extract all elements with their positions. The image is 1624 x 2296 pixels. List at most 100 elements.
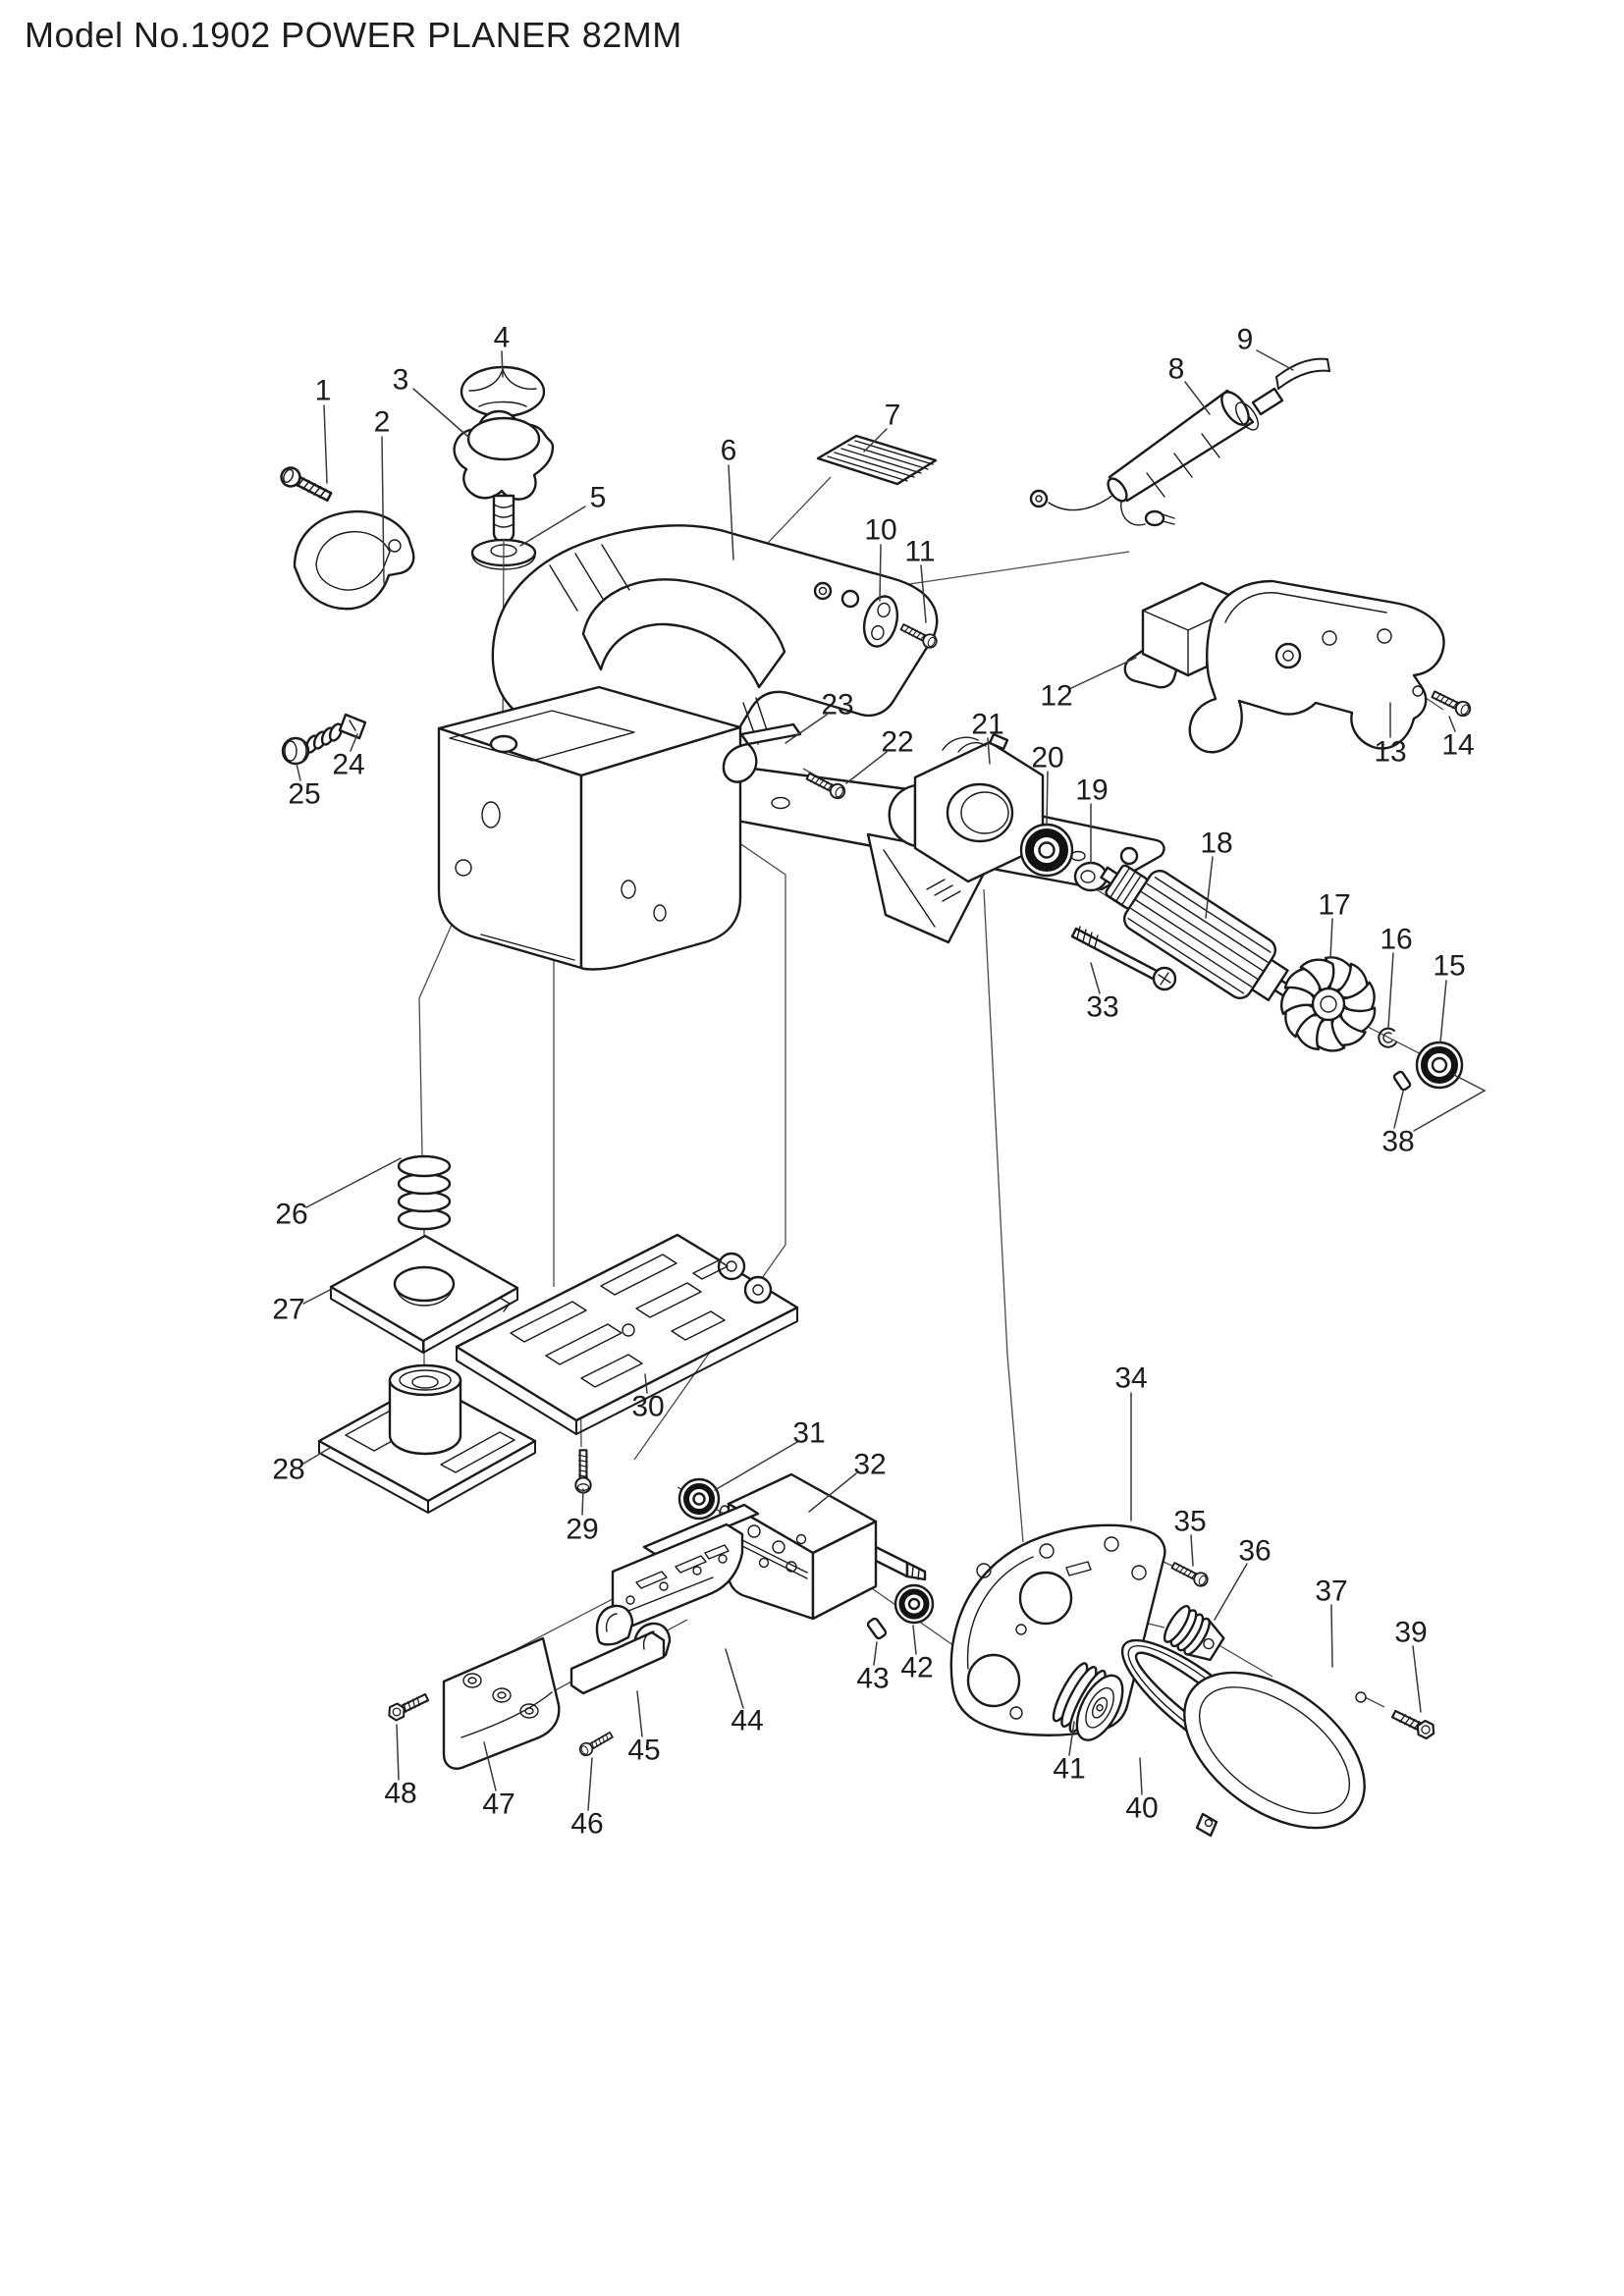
part-28-leader xyxy=(302,1447,331,1465)
part-27-seat-plate xyxy=(329,1234,519,1354)
part-40-label: 40 xyxy=(1125,1792,1158,1825)
leader-lines xyxy=(296,349,1487,1811)
part-29-label: 29 xyxy=(566,1514,598,1546)
part-23-clip xyxy=(722,722,802,783)
part-46-screw xyxy=(576,1729,616,1759)
part-2-holder-bracket xyxy=(293,509,415,611)
part-9-label: 9 xyxy=(1237,324,1254,356)
part-38-leader xyxy=(1393,1091,1404,1129)
part-23-leader xyxy=(785,714,828,744)
part-16-label: 16 xyxy=(1380,924,1412,956)
part-1-label: 1 xyxy=(315,375,332,407)
part-5-leader xyxy=(519,506,586,547)
part-31-leader xyxy=(714,1441,798,1491)
part-21-label: 21 xyxy=(971,709,1003,741)
part-7-leader xyxy=(863,428,888,453)
part-7-label: 7 xyxy=(885,400,901,432)
part-17-fan xyxy=(1274,949,1383,1058)
part-14-screw xyxy=(1429,686,1474,720)
page-title: Model No.1902 POWER PLANER 82MM xyxy=(25,15,682,55)
part-48-hex-bolt xyxy=(385,1689,431,1724)
part-43-pin xyxy=(866,1617,888,1640)
part-48-label: 48 xyxy=(384,1778,416,1810)
part-8-leader xyxy=(1184,381,1211,415)
part-24-leader xyxy=(350,733,358,752)
part-42-label: 42 xyxy=(900,1652,933,1684)
part-37-label: 37 xyxy=(1315,1575,1347,1608)
part-28-label: 28 xyxy=(272,1454,304,1486)
part-34-label: 34 xyxy=(1114,1362,1147,1395)
part-13-handle-cover xyxy=(1188,579,1445,754)
part-20-label: 20 xyxy=(1031,742,1063,774)
part-16-leader xyxy=(1387,952,1394,1029)
part-17-leader xyxy=(1329,918,1333,959)
part-1-leader xyxy=(323,404,328,484)
part-31-label: 31 xyxy=(792,1417,825,1450)
part-27-leader xyxy=(302,1288,333,1305)
part-39-screw xyxy=(1389,1706,1438,1742)
part-26-spring xyxy=(397,1154,452,1231)
part-38-label: 38 xyxy=(1381,1126,1414,1158)
part-21-field-stator xyxy=(888,732,1045,902)
part-17-label: 17 xyxy=(1318,889,1350,922)
part-20-leader xyxy=(1046,771,1049,827)
part-20-ball-bearing xyxy=(1019,823,1074,878)
part-41-pulley xyxy=(1052,1662,1124,1741)
part-14-leader xyxy=(1448,716,1456,732)
part-18-leader xyxy=(1205,856,1214,919)
part-9-leader xyxy=(1256,349,1294,371)
part-28-adjusting-base xyxy=(317,1363,537,1514)
part-46-leader xyxy=(587,1757,593,1811)
part-29-leader xyxy=(581,1488,584,1516)
part-43-leader xyxy=(873,1641,878,1666)
part-27-label: 27 xyxy=(272,1294,304,1326)
part-25-plug xyxy=(281,736,310,766)
part-33-leader xyxy=(1090,962,1101,994)
part-41-leader xyxy=(1068,1721,1075,1756)
part-47-front-plate xyxy=(442,1636,561,1770)
part-9-tube xyxy=(1275,357,1330,390)
part-18-armature xyxy=(1100,864,1316,1013)
part-4-leader xyxy=(501,350,504,378)
part-18-label: 18 xyxy=(1200,828,1232,860)
part-36-pulley xyxy=(1163,1605,1225,1662)
part-24-label: 24 xyxy=(332,749,364,781)
part-26-leader xyxy=(305,1157,402,1208)
part-6-leader xyxy=(728,464,734,561)
part-12-label: 12 xyxy=(1040,680,1072,713)
part-21-leader xyxy=(987,737,991,765)
part-7-planer-blade xyxy=(816,434,938,486)
part-23-label: 23 xyxy=(821,689,853,721)
part-45-label: 45 xyxy=(627,1735,660,1767)
part-10-grommet xyxy=(862,595,899,648)
part-24-spring-nut xyxy=(304,713,367,754)
part-22-label: 22 xyxy=(881,726,913,759)
part-8-cord-guard xyxy=(1029,387,1284,527)
part-11-label: 11 xyxy=(904,536,935,568)
part-8-label: 8 xyxy=(1168,353,1185,386)
part-37-leader xyxy=(1330,1604,1333,1668)
part-43-label: 43 xyxy=(856,1663,889,1695)
part-42-leader xyxy=(912,1625,917,1655)
part-15-label: 15 xyxy=(1433,950,1465,983)
part-12-leader xyxy=(1070,657,1137,689)
part-44-leader xyxy=(725,1648,744,1709)
exploded-view-artwork xyxy=(277,357,1474,1838)
part-35-screw xyxy=(1168,1558,1211,1589)
part-15-ball-bearing xyxy=(1415,1041,1464,1090)
part-15-leader xyxy=(1439,980,1447,1043)
part-47-leader xyxy=(483,1741,497,1791)
part-1-screw xyxy=(277,463,335,507)
part-29-screw xyxy=(574,1449,592,1494)
part-6-label: 6 xyxy=(721,435,737,467)
part-48-leader xyxy=(396,1724,400,1781)
part-32-cutter-drum xyxy=(719,1472,927,1621)
part-30-label: 30 xyxy=(631,1391,664,1423)
part-44-label: 44 xyxy=(731,1705,763,1737)
part-35-label: 35 xyxy=(1173,1506,1206,1538)
part-33-label: 33 xyxy=(1086,991,1118,1024)
part-30-front-base xyxy=(455,1233,799,1435)
part-38-leader xyxy=(1413,1074,1487,1132)
